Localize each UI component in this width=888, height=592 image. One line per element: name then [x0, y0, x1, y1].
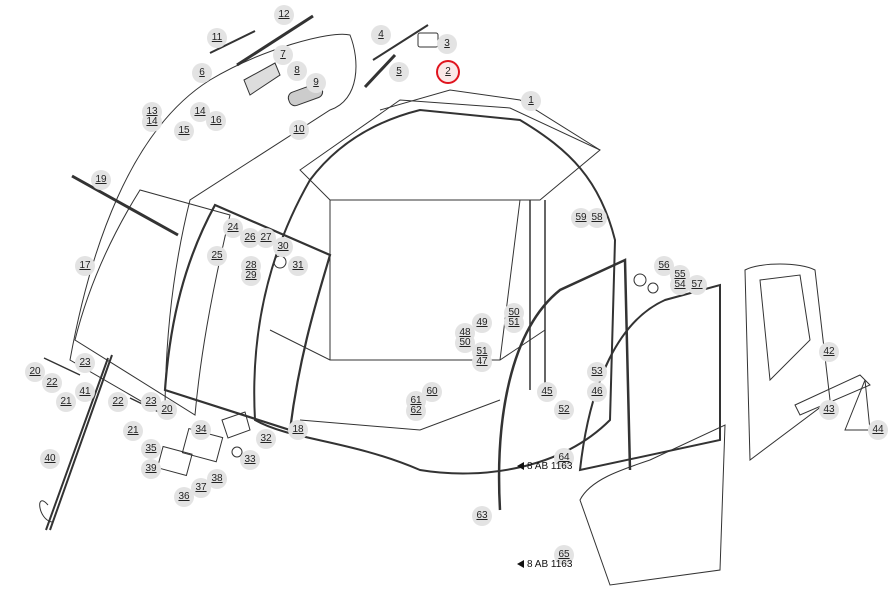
callout-21[interactable]: 21 [127, 425, 139, 436]
callout-16[interactable]: 16 [210, 115, 222, 126]
reference-text: 8 AB 1163 [527, 559, 573, 570]
door-seal [497, 258, 632, 511]
plate [156, 445, 193, 477]
callout-19[interactable]: 19 [95, 174, 107, 185]
side-strip [794, 374, 871, 416]
callout-40[interactable]: 40 [44, 453, 56, 464]
callout-10[interactable]: 10 [293, 124, 305, 135]
callout-51[interactable]: 51 [508, 317, 520, 328]
callout-51[interactable]: 51 [476, 346, 488, 357]
callout-57[interactable]: 57 [691, 279, 703, 290]
triangle-icon [517, 462, 524, 470]
wiper-motor [417, 32, 439, 48]
callout-62[interactable]: 62 [410, 405, 422, 416]
callout-3[interactable]: 3 [444, 38, 450, 49]
reference-text: 8 AB 1163 [527, 461, 573, 472]
callout-11[interactable]: 11 [211, 32, 223, 43]
upper-wiper-arm [209, 30, 256, 54]
callout-43[interactable]: 43 [823, 404, 835, 415]
callout-35[interactable]: 35 [145, 443, 157, 454]
callout-18[interactable]: 18 [292, 424, 304, 435]
callout-29[interactable]: 29 [245, 270, 257, 281]
callout-52[interactable]: 52 [558, 404, 570, 415]
lower-wiper [45, 354, 113, 531]
roof-panel [379, 89, 601, 151]
callout-34[interactable]: 34 [195, 424, 207, 435]
callout-17[interactable]: 17 [79, 260, 91, 271]
callout-1[interactable]: 1 [528, 95, 534, 106]
callout-56[interactable]: 56 [658, 260, 670, 271]
callout-46[interactable]: 46 [591, 386, 603, 397]
callout-21[interactable]: 21 [60, 396, 72, 407]
callout-22[interactable]: 22 [112, 396, 124, 407]
callout-49[interactable]: 49 [476, 317, 488, 328]
windshield-glass [69, 33, 357, 416]
side-strip-2 [844, 379, 871, 431]
upper-wiper-blade [236, 14, 314, 67]
side-glass-inner [759, 274, 811, 382]
latch [221, 411, 251, 439]
reference-note-door-glass: 8 AB 1163 [517, 461, 572, 472]
callout-59[interactable]: 59 [575, 212, 587, 223]
callout-14[interactable]: 14 [146, 116, 158, 127]
callout-38[interactable]: 38 [211, 473, 223, 484]
triangle-icon [517, 560, 524, 568]
hinge-ring [647, 282, 659, 294]
callout-42[interactable]: 42 [823, 346, 835, 357]
callout-39[interactable]: 39 [145, 463, 157, 474]
callout-8[interactable]: 8 [294, 65, 300, 76]
callout-32[interactable]: 32 [260, 433, 272, 444]
cover-plate [243, 62, 281, 96]
callout-45[interactable]: 45 [541, 386, 553, 397]
roof-wiper-blade [363, 53, 397, 89]
callout-22[interactable]: 22 [46, 377, 58, 388]
door-glass [578, 283, 721, 472]
callout-4[interactable]: 4 [378, 29, 384, 40]
knob [273, 255, 287, 269]
hinge-disc [633, 273, 647, 287]
door-pillar [529, 200, 546, 390]
door-panel [579, 424, 726, 586]
callout-7[interactable]: 7 [280, 49, 286, 60]
inner-frame [269, 199, 546, 431]
callout-33[interactable]: 33 [244, 454, 256, 465]
cab-frame [253, 108, 617, 475]
callout-30[interactable]: 30 [277, 241, 289, 252]
callout-23[interactable]: 23 [79, 357, 91, 368]
callout-44[interactable]: 44 [872, 424, 884, 435]
lower-wiper-hose [39, 500, 53, 523]
lower-glass [74, 189, 231, 416]
callout-31[interactable]: 31 [292, 260, 304, 271]
cab-roof [299, 99, 601, 201]
callout-25[interactable]: 25 [211, 250, 223, 261]
callout-23[interactable]: 23 [145, 396, 157, 407]
callout-12[interactable]: 12 [278, 9, 290, 20]
callout-5[interactable]: 5 [396, 66, 402, 77]
callout-9[interactable]: 9 [313, 77, 319, 88]
roof-wiper-arm [372, 24, 429, 61]
callout-41[interactable]: 41 [79, 386, 91, 397]
callout-15[interactable]: 15 [178, 125, 190, 136]
callout-53[interactable]: 53 [591, 366, 603, 377]
reference-note-door: 8 AB 1163 [517, 559, 572, 570]
top-strip [71, 174, 179, 237]
callout-63[interactable]: 63 [476, 510, 488, 521]
callout-6[interactable]: 6 [199, 67, 205, 78]
callout-2[interactable]: 2 [445, 66, 451, 77]
